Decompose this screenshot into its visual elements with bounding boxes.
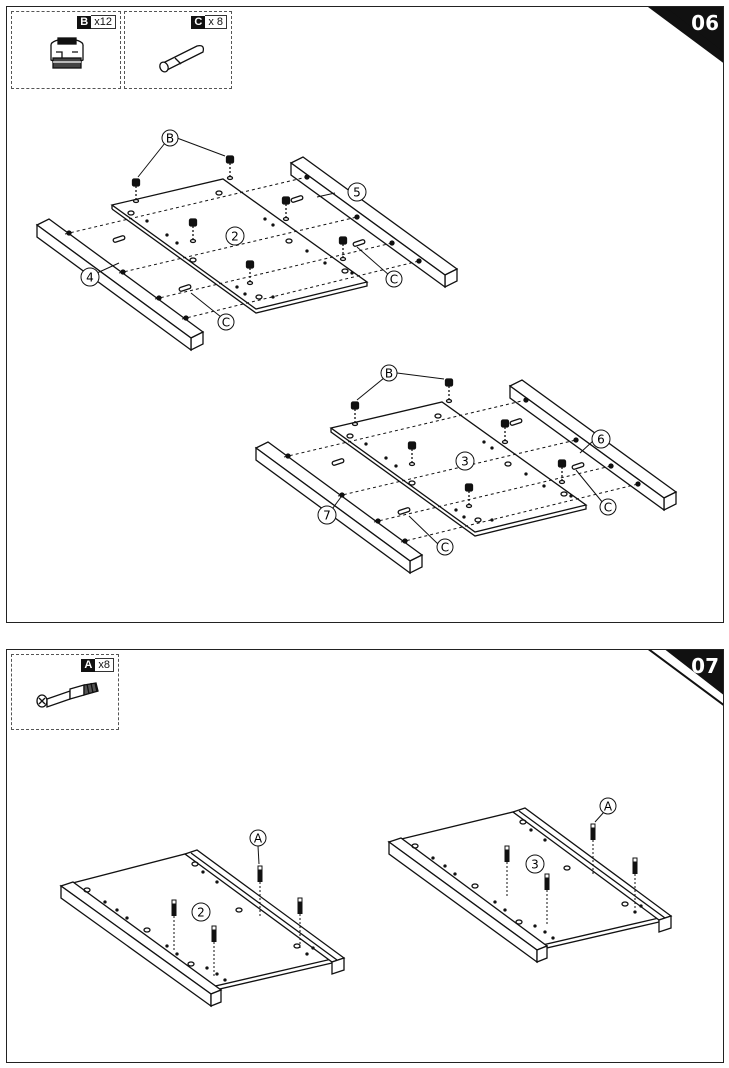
rail-number: 7 [323, 509, 331, 523]
callout-rail-back-upper: 5 [347, 182, 367, 202]
rail-number: 6 [597, 433, 605, 447]
callout-panel-lower: 3 [455, 451, 475, 471]
part-quantity: x 8 [205, 15, 227, 29]
callout-dowel-lower-a: C [599, 498, 617, 516]
step-number: 07 [691, 654, 719, 678]
part-letter: B [77, 15, 92, 29]
callout-rail-front-lower: 7 [317, 505, 337, 525]
part-b-label: B x12 [77, 15, 116, 29]
callout-dowel-upper-a: C [385, 270, 403, 288]
callout-cam-upper: B [161, 129, 179, 147]
lower-assembly [254, 372, 678, 575]
callout-panel-right: 3 [525, 854, 545, 874]
callout-rail-back-lower: 6 [591, 429, 611, 449]
step-number-badge: 07 [647, 650, 723, 706]
part-quantity: x12 [91, 15, 116, 29]
panel-number: 2 [197, 906, 205, 920]
callout-letter: C [222, 316, 230, 330]
badge-shape [648, 7, 723, 63]
panel-number: 2 [231, 230, 239, 244]
step-number-badge: 06 [647, 7, 723, 63]
wood-dowel-icon [159, 44, 205, 73]
part-a-box: A x8 [11, 654, 119, 730]
part-a-label: A x8 [81, 658, 114, 672]
badge-shape [648, 650, 723, 706]
rail-number: 5 [353, 186, 361, 200]
part-letter: A [81, 658, 96, 672]
callout-letter: C [390, 273, 398, 287]
step-number: 06 [691, 11, 719, 35]
rail-number: 4 [86, 271, 94, 285]
callout-letter: B [385, 367, 393, 381]
part-quantity: x8 [95, 658, 114, 672]
callout-letter: A [604, 800, 613, 814]
left-assembly [59, 845, 346, 1008]
part-c-label: C x 8 [191, 15, 227, 29]
part-letter: C [191, 15, 206, 29]
step-07-panel: 07 A x8 [6, 649, 724, 1063]
callout-bolt-right: A [599, 797, 617, 815]
step-06-assembly-drawing: B 2 5 4 C C [35, 129, 678, 575]
callout-letter: A [254, 832, 263, 846]
callout-rail-front-upper: 4 [80, 267, 100, 287]
callout-dowel-upper-b: C [217, 313, 235, 331]
cam-bolt-icon [36, 682, 99, 708]
upper-assembly [35, 137, 459, 352]
callout-letter: C [604, 501, 612, 515]
callout-letter: C [441, 541, 449, 555]
step-07-assembly-drawing: A 2 [59, 797, 673, 1008]
callout-cam-lower: B [380, 364, 398, 382]
part-b-box: B x12 [11, 11, 121, 89]
callout-letter: B [166, 132, 174, 146]
panel-number: 3 [461, 455, 469, 469]
right-assembly [387, 807, 673, 964]
step-06-panel: 06 B x12 C x 8 [6, 6, 724, 623]
panel-number: 3 [531, 858, 539, 872]
callout-panel-left: 2 [191, 902, 211, 922]
callout-panel-upper: 2 [225, 226, 245, 246]
cam-lock-icon [50, 37, 84, 69]
rail-front-upper [35, 218, 205, 352]
part-c-box: C x 8 [124, 11, 232, 89]
callout-bolt-left: A [249, 829, 267, 847]
callout-dowel-lower-b: C [436, 538, 454, 556]
